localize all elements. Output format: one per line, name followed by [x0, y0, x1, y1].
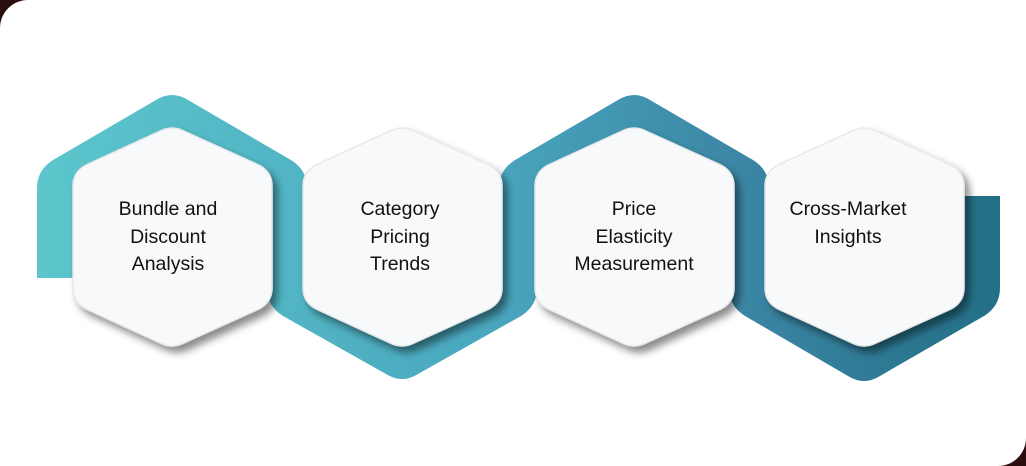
step-3-label: Price Elasticity Measurement	[574, 198, 694, 275]
step-4-label: Cross-Market Insights	[789, 198, 907, 248]
hexagon-3	[534, 127, 735, 347]
hexagons	[72, 127, 965, 347]
step-2-label: Category Pricing Trends	[360, 198, 440, 275]
hexagon-1	[72, 127, 273, 347]
step-1-label: Bundle and Discount Analysis	[118, 198, 218, 275]
hexagon-4	[764, 127, 965, 347]
hexagon-2	[302, 127, 503, 347]
